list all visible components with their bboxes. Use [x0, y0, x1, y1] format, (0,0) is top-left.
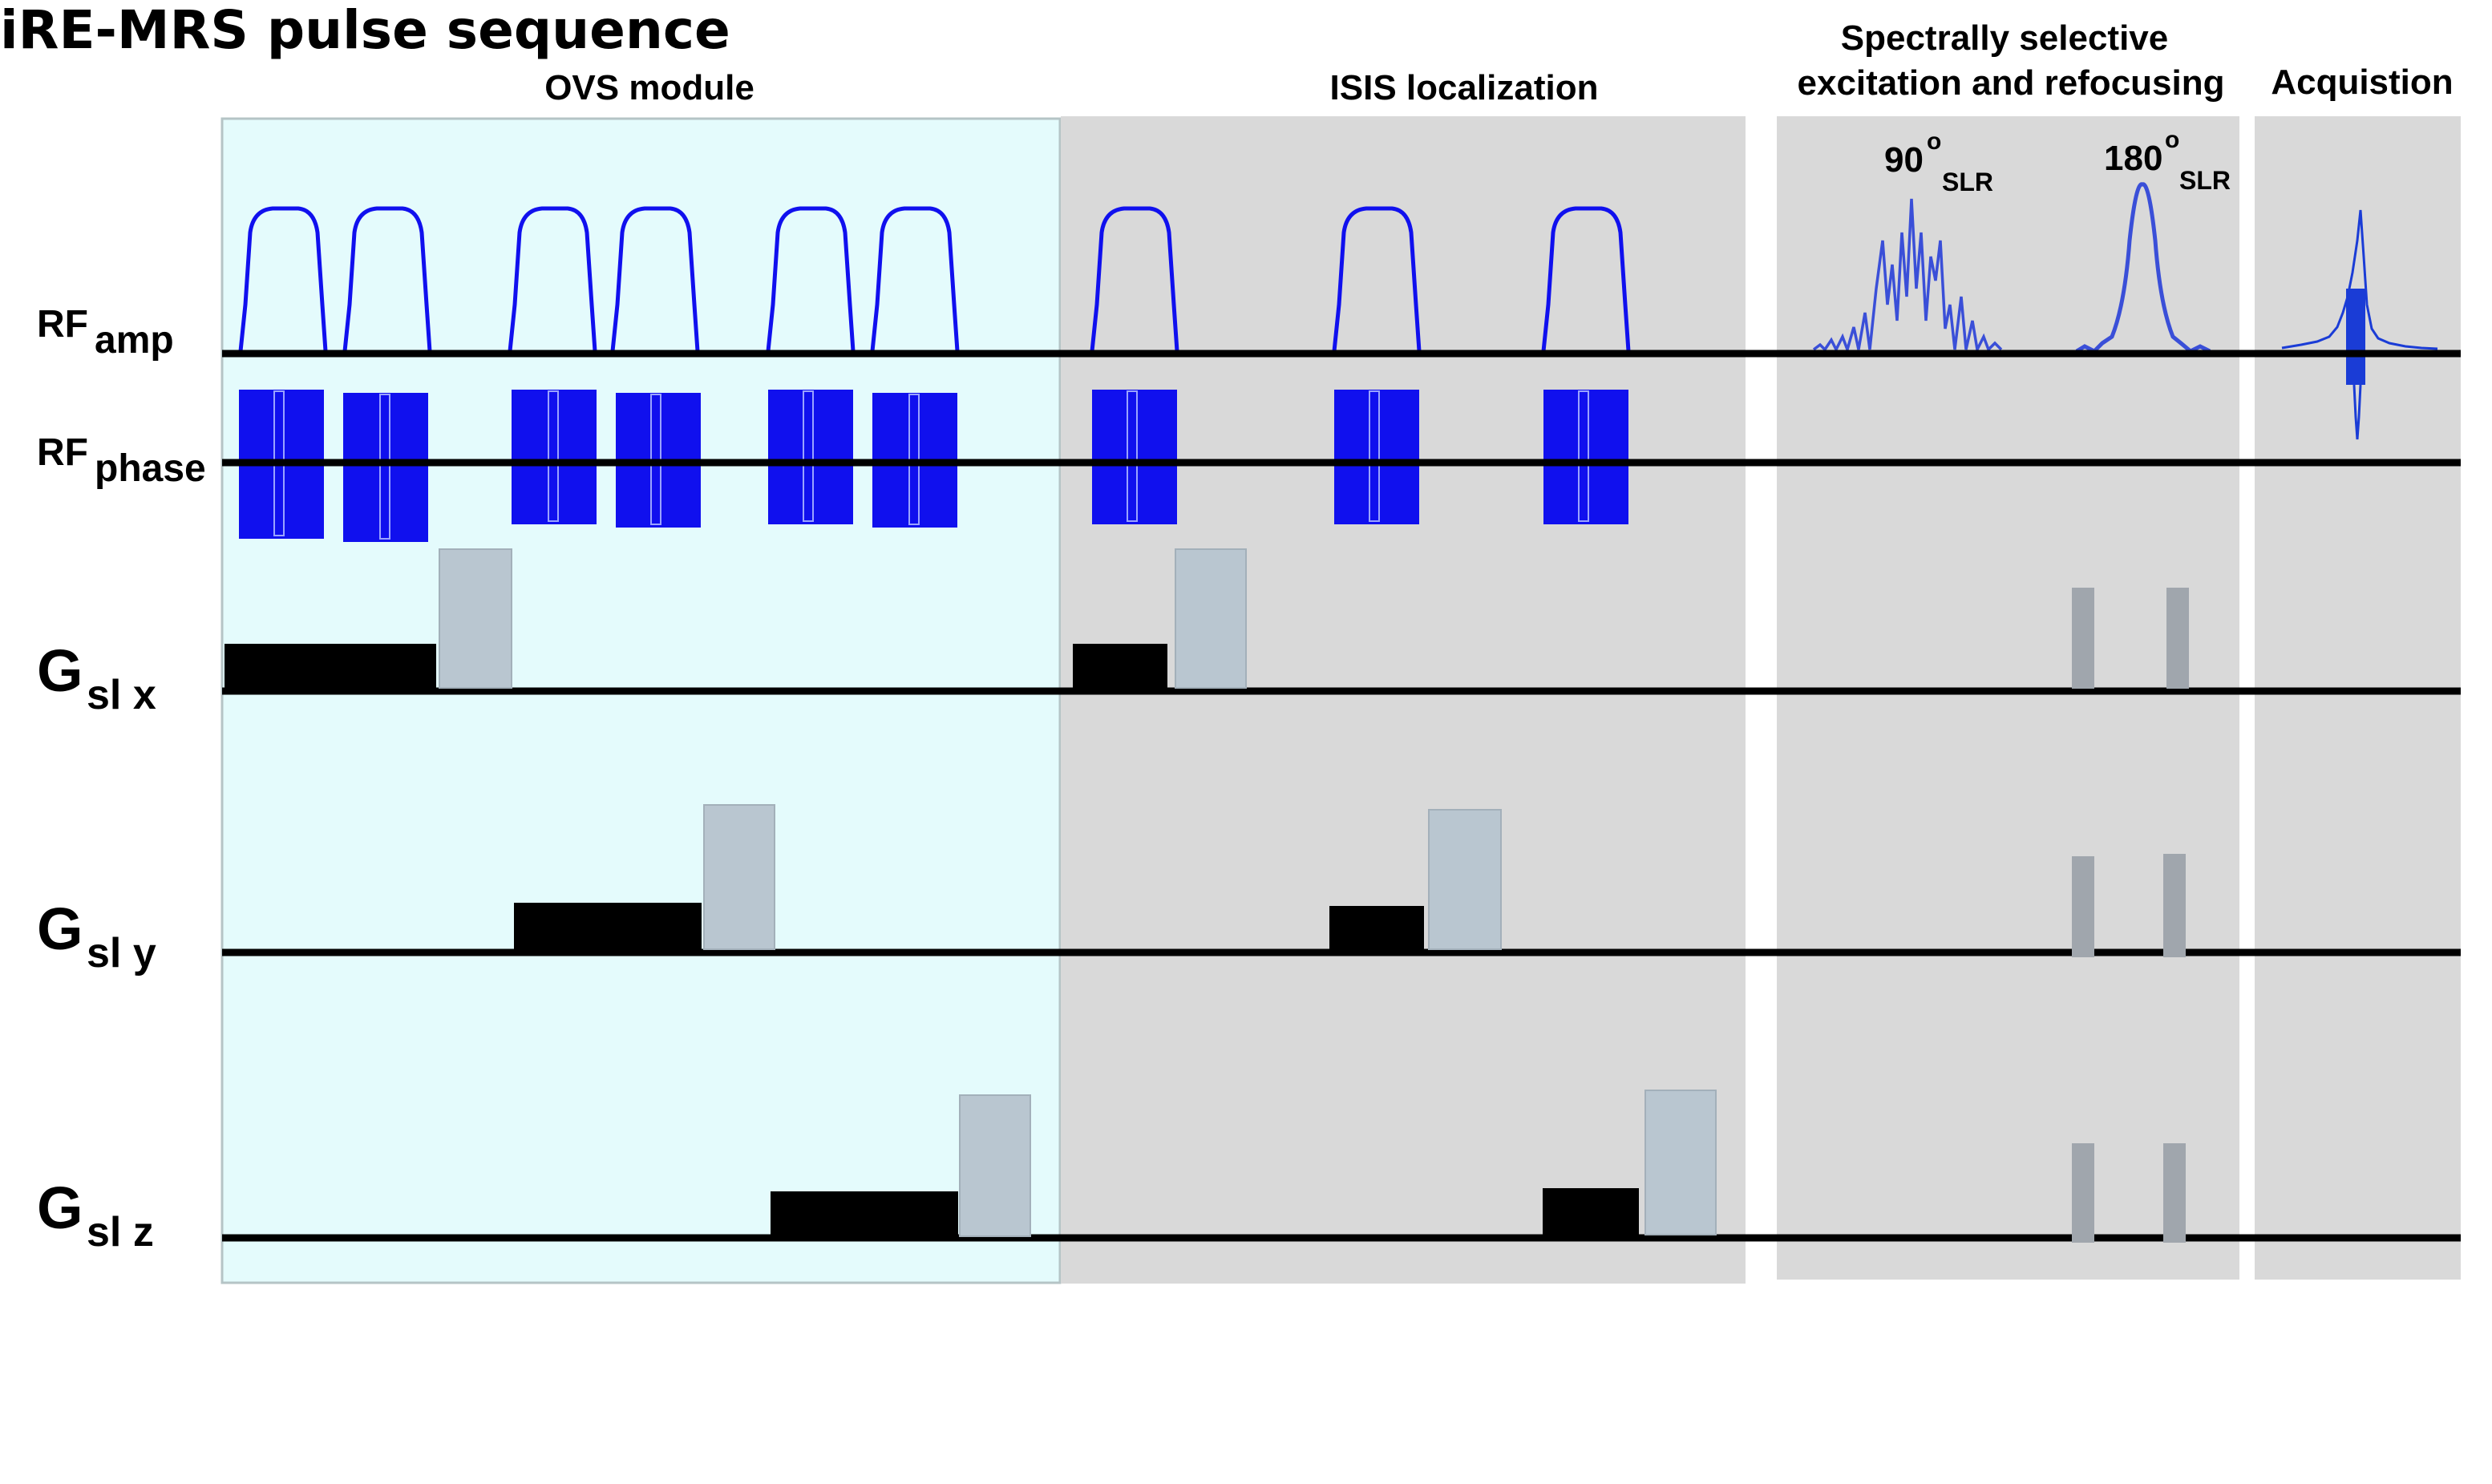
gx-spoiler [2166, 588, 2189, 689]
rf-phase-label: RF phase [37, 431, 206, 490]
svg-text:SLR: SLR [1942, 168, 1993, 196]
gy-spoiler [2163, 854, 2186, 957]
gx-label: G sl x [37, 637, 156, 718]
phase-block [512, 390, 597, 524]
gy-isis-gradient [1329, 906, 1424, 951]
gz-label: G sl z [37, 1175, 154, 1256]
gx-ovs-gradient [225, 644, 436, 690]
ovs-pulse [342, 206, 432, 352]
ovs-pulse [610, 206, 700, 352]
svg-text:o: o [1927, 128, 1941, 155]
gz-isis-gradient [1543, 1188, 1639, 1235]
isis-header: ISIS localization [1330, 68, 1599, 107]
spectral-header-line1: Spectrally selective [1841, 18, 2168, 58]
svg-text:SLR: SLR [2179, 166, 2231, 195]
gx-spoiler [2072, 588, 2094, 689]
phase-block [343, 393, 428, 542]
svg-text:G: G [37, 896, 83, 962]
label-180-slr: 180 o SLR [2104, 127, 2231, 195]
gz-ovs-gradient [771, 1191, 958, 1236]
isis-pulse [1541, 206, 1631, 352]
svg-text:sl z: sl z [87, 1209, 154, 1256]
slr-180-pulse [2075, 182, 2211, 354]
spectral-region [1777, 116, 2239, 1280]
gz-ovs-crusher [959, 1094, 1031, 1237]
svg-text:sl y: sl y [87, 930, 156, 977]
phase-block [1092, 390, 1177, 524]
ovs-region [220, 117, 1062, 1284]
svg-text:RF: RF [37, 303, 88, 346]
gy-isis-crusher [1428, 809, 1502, 950]
acquisition-signal [2281, 209, 2438, 440]
gz-spoiler [2163, 1143, 2186, 1243]
isis-pulse [1332, 206, 1422, 352]
diagram-title: iRE-MRS pulse sequence [0, 0, 730, 61]
gz-isis-crusher [1644, 1090, 1717, 1235]
gx-isis-crusher [1175, 548, 1247, 689]
phase-block [1543, 390, 1628, 524]
spectral-header-line2: excitation and refocusing [1798, 63, 2225, 103]
gz-spoiler [2072, 1143, 2094, 1243]
gy-spoiler [2072, 856, 2094, 957]
svg-text:180: 180 [2104, 139, 2162, 178]
isis-pulse [1090, 206, 1179, 352]
gx-ovs-crusher [439, 548, 512, 689]
svg-text:90: 90 [1884, 140, 1924, 180]
phase-block [768, 390, 853, 524]
svg-text:G: G [37, 1175, 83, 1241]
gy-label: G sl y [37, 896, 156, 977]
ovs-pulse [508, 206, 597, 352]
svg-text:amp: amp [95, 319, 174, 362]
rf-amp-label: RF amp [37, 303, 174, 362]
gy-ovs-crusher [703, 804, 775, 950]
isis-region [1061, 116, 1746, 1284]
acquisition-header: Acquistion [2271, 63, 2453, 102]
svg-text:RF: RF [37, 431, 88, 474]
ovs-pulse [870, 206, 960, 352]
ovs-pulse [766, 206, 856, 352]
rf-amp-pulses [238, 206, 1631, 352]
gy-ovs-gradient [514, 903, 702, 949]
rf-phase-blocks [239, 390, 1628, 542]
label-90-slr: 90 o SLR [1884, 128, 1993, 196]
svg-text:phase: phase [95, 447, 206, 490]
slr-90-pulse [1812, 198, 2003, 354]
svg-text:sl x: sl x [87, 672, 156, 718]
phase-block [1334, 390, 1419, 524]
ovs-header: OVS module [544, 68, 754, 107]
svg-text:G: G [37, 637, 83, 704]
gx-isis-gradient [1073, 644, 1167, 690]
ovs-pulse [238, 206, 328, 352]
svg-text:o: o [2165, 127, 2179, 153]
